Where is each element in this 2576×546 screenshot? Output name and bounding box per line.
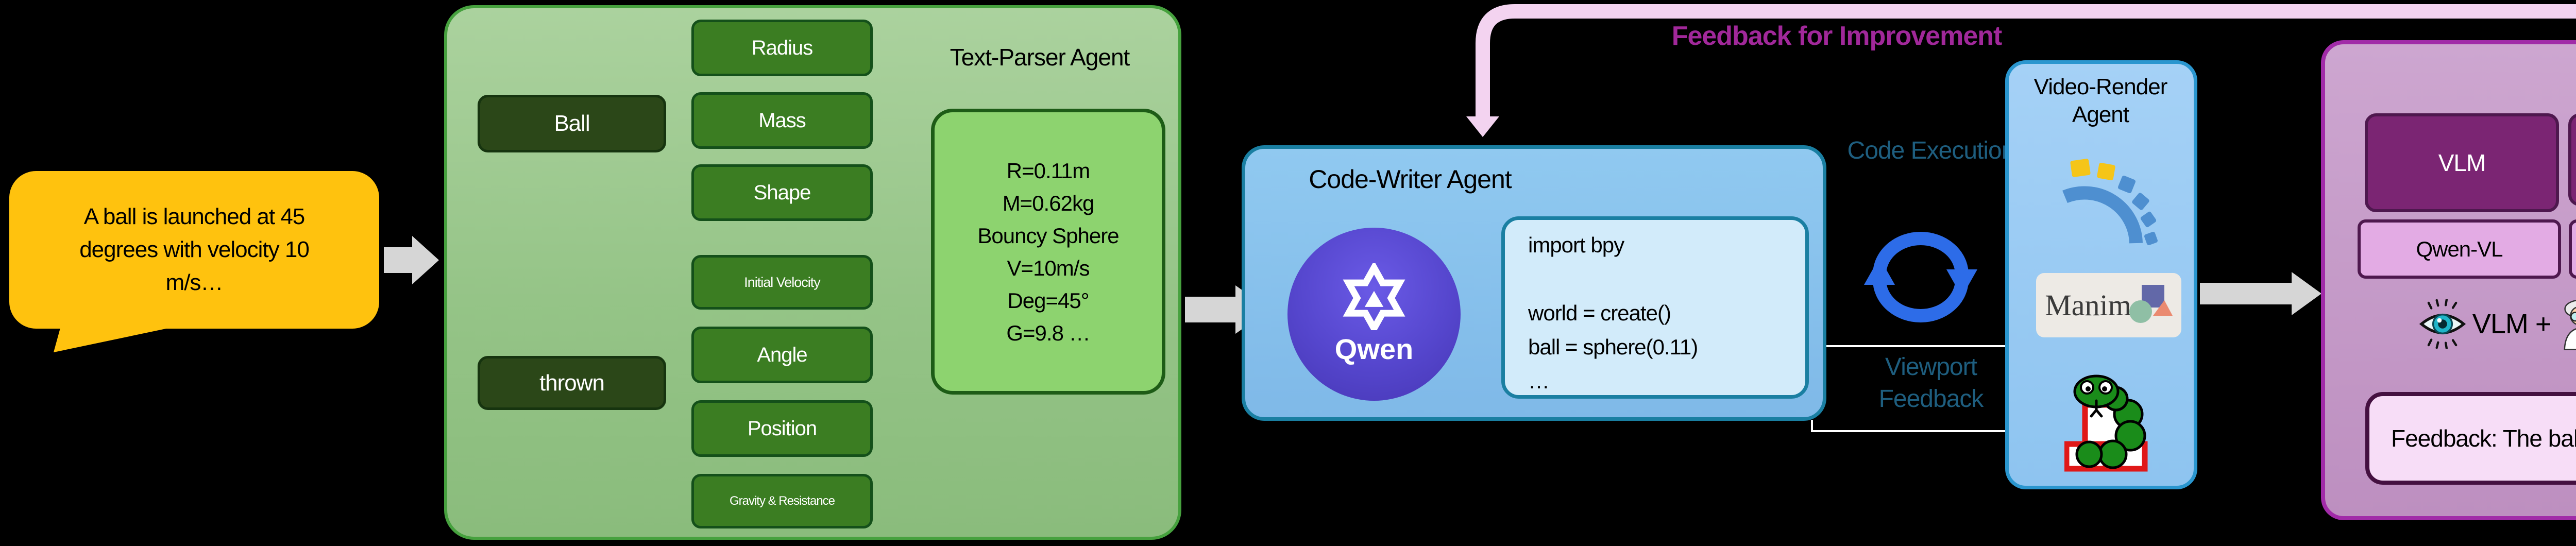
parsed-value: Deg=45°: [1007, 288, 1089, 313]
parsed-value: M=0.62kg: [1002, 191, 1095, 215]
input-prompt-bubble: A ball is launched at 45 degrees with ve…: [9, 171, 379, 329]
arrow-render-to-evaluator: [2200, 272, 2321, 315]
qwen-label: Qwen: [1334, 332, 1414, 365]
feedback-loop-path: [1476, 4, 2576, 118]
video-render-agent-box: Video-Render Agent Manim: [2005, 60, 2197, 489]
python-snake-blocks-icon: [2064, 374, 2148, 472]
eye-icon: [2419, 299, 2466, 349]
code-writer-agent-box: Code-Writer Agent Qwen import bpy world …: [1242, 145, 1826, 421]
evaluation-formula-row: VLM + Video Tracking +: [2325, 285, 2576, 363]
parsed-value: V=10m/s: [1007, 255, 1090, 280]
text-parser-agent-box: Text-Parser Agent Ball thrown Radius Mas…: [444, 5, 1181, 540]
formula-vlm-text: VLM +: [2472, 309, 2552, 339]
code-line: …: [1528, 369, 1550, 393]
attribute-pill-mass: Mass: [691, 92, 873, 149]
video-render-agent-title: Video-Render Agent: [2033, 74, 2168, 127]
parsed-value: R=0.11m: [1006, 158, 1090, 183]
arrow-bubble-to-parser: [384, 236, 439, 284]
qwen-model-badge: Qwen: [1287, 228, 1461, 401]
scientist-icon: [2564, 300, 2576, 350]
render-arc-icon: [2062, 159, 2158, 245]
parsed-value: G=9.8 …: [1006, 320, 1090, 345]
evaluator-feedback-text: Feedback: The ball has the wrong traject…: [2391, 425, 2576, 452]
manim-logo-text: Manim: [2045, 288, 2131, 322]
model-pill-groundeddino: GroundedDINO: [2569, 219, 2576, 279]
viewport-feedback-label: Viewport Feedback: [1878, 353, 1984, 413]
entity-pill-thrown: thrown: [478, 356, 666, 410]
prompt-line: m/s…: [165, 270, 224, 295]
attribute-pill-angle: Angle: [691, 327, 873, 383]
entity-pill-ball: Ball: [478, 95, 666, 152]
code-line: world = create(): [1528, 301, 1671, 325]
generated-code-box: import bpy world = create() ball = spher…: [1501, 216, 1809, 399]
feedback-loop-arrowhead: [1466, 116, 1499, 137]
text-parser-agent-title: Text-Parser Agent: [950, 44, 1130, 71]
evaluator-title: Evaluator: [2325, 65, 2576, 93]
viewport-feedback-line: [1811, 420, 2005, 432]
bubble-tail: [54, 322, 171, 352]
evaluator-feedback-box: Feedback: The ball has the wrong traject…: [2365, 392, 2576, 485]
manim-shapes-icon: [2129, 284, 2173, 323]
parsed-value: Bouncy Sphere: [977, 223, 1119, 248]
feedback-for-improvement-label: Feedback for Improvement: [1671, 21, 2003, 51]
prompt-line: A ball is launched at 45: [83, 204, 306, 229]
code-line: import bpy: [1528, 233, 1624, 257]
method-pill-vlm: VLM: [2365, 113, 2559, 212]
attribute-pill-initial-velocity: Initial Velocity: [691, 255, 873, 310]
code-execution-label: Code Execution: [1847, 137, 2015, 164]
qwen-logo-icon: [1343, 263, 1405, 330]
model-pill-qwen-vl: Qwen-VL: [2358, 219, 2561, 279]
code-line: ball = sphere(0.11): [1528, 335, 1698, 359]
attribute-pill-shape: Shape: [691, 164, 873, 221]
evaluator-box: Evaluator VLM Object Detection Point Tra…: [2321, 40, 2576, 520]
sync-loop-icon: [1864, 232, 1977, 322]
attribute-pill-position: Position: [691, 400, 873, 457]
code-writer-agent-title: Code-Writer Agent: [1309, 165, 1512, 194]
method-pill-object-detection: Object Detection: [2568, 113, 2576, 206]
parsed-values-box: R=0.11m M=0.62kg Bouncy Sphere V=10m/s D…: [931, 109, 1165, 395]
manim-logo-badge: Manim: [2036, 273, 2181, 337]
prompt-line: degrees with velocity 10: [79, 237, 310, 262]
code-line: [1528, 262, 1805, 296]
attribute-pill-gravity-resistance: Gravity & Resistance: [691, 474, 873, 528]
attribute-pill-radius: Radius: [691, 20, 873, 76]
